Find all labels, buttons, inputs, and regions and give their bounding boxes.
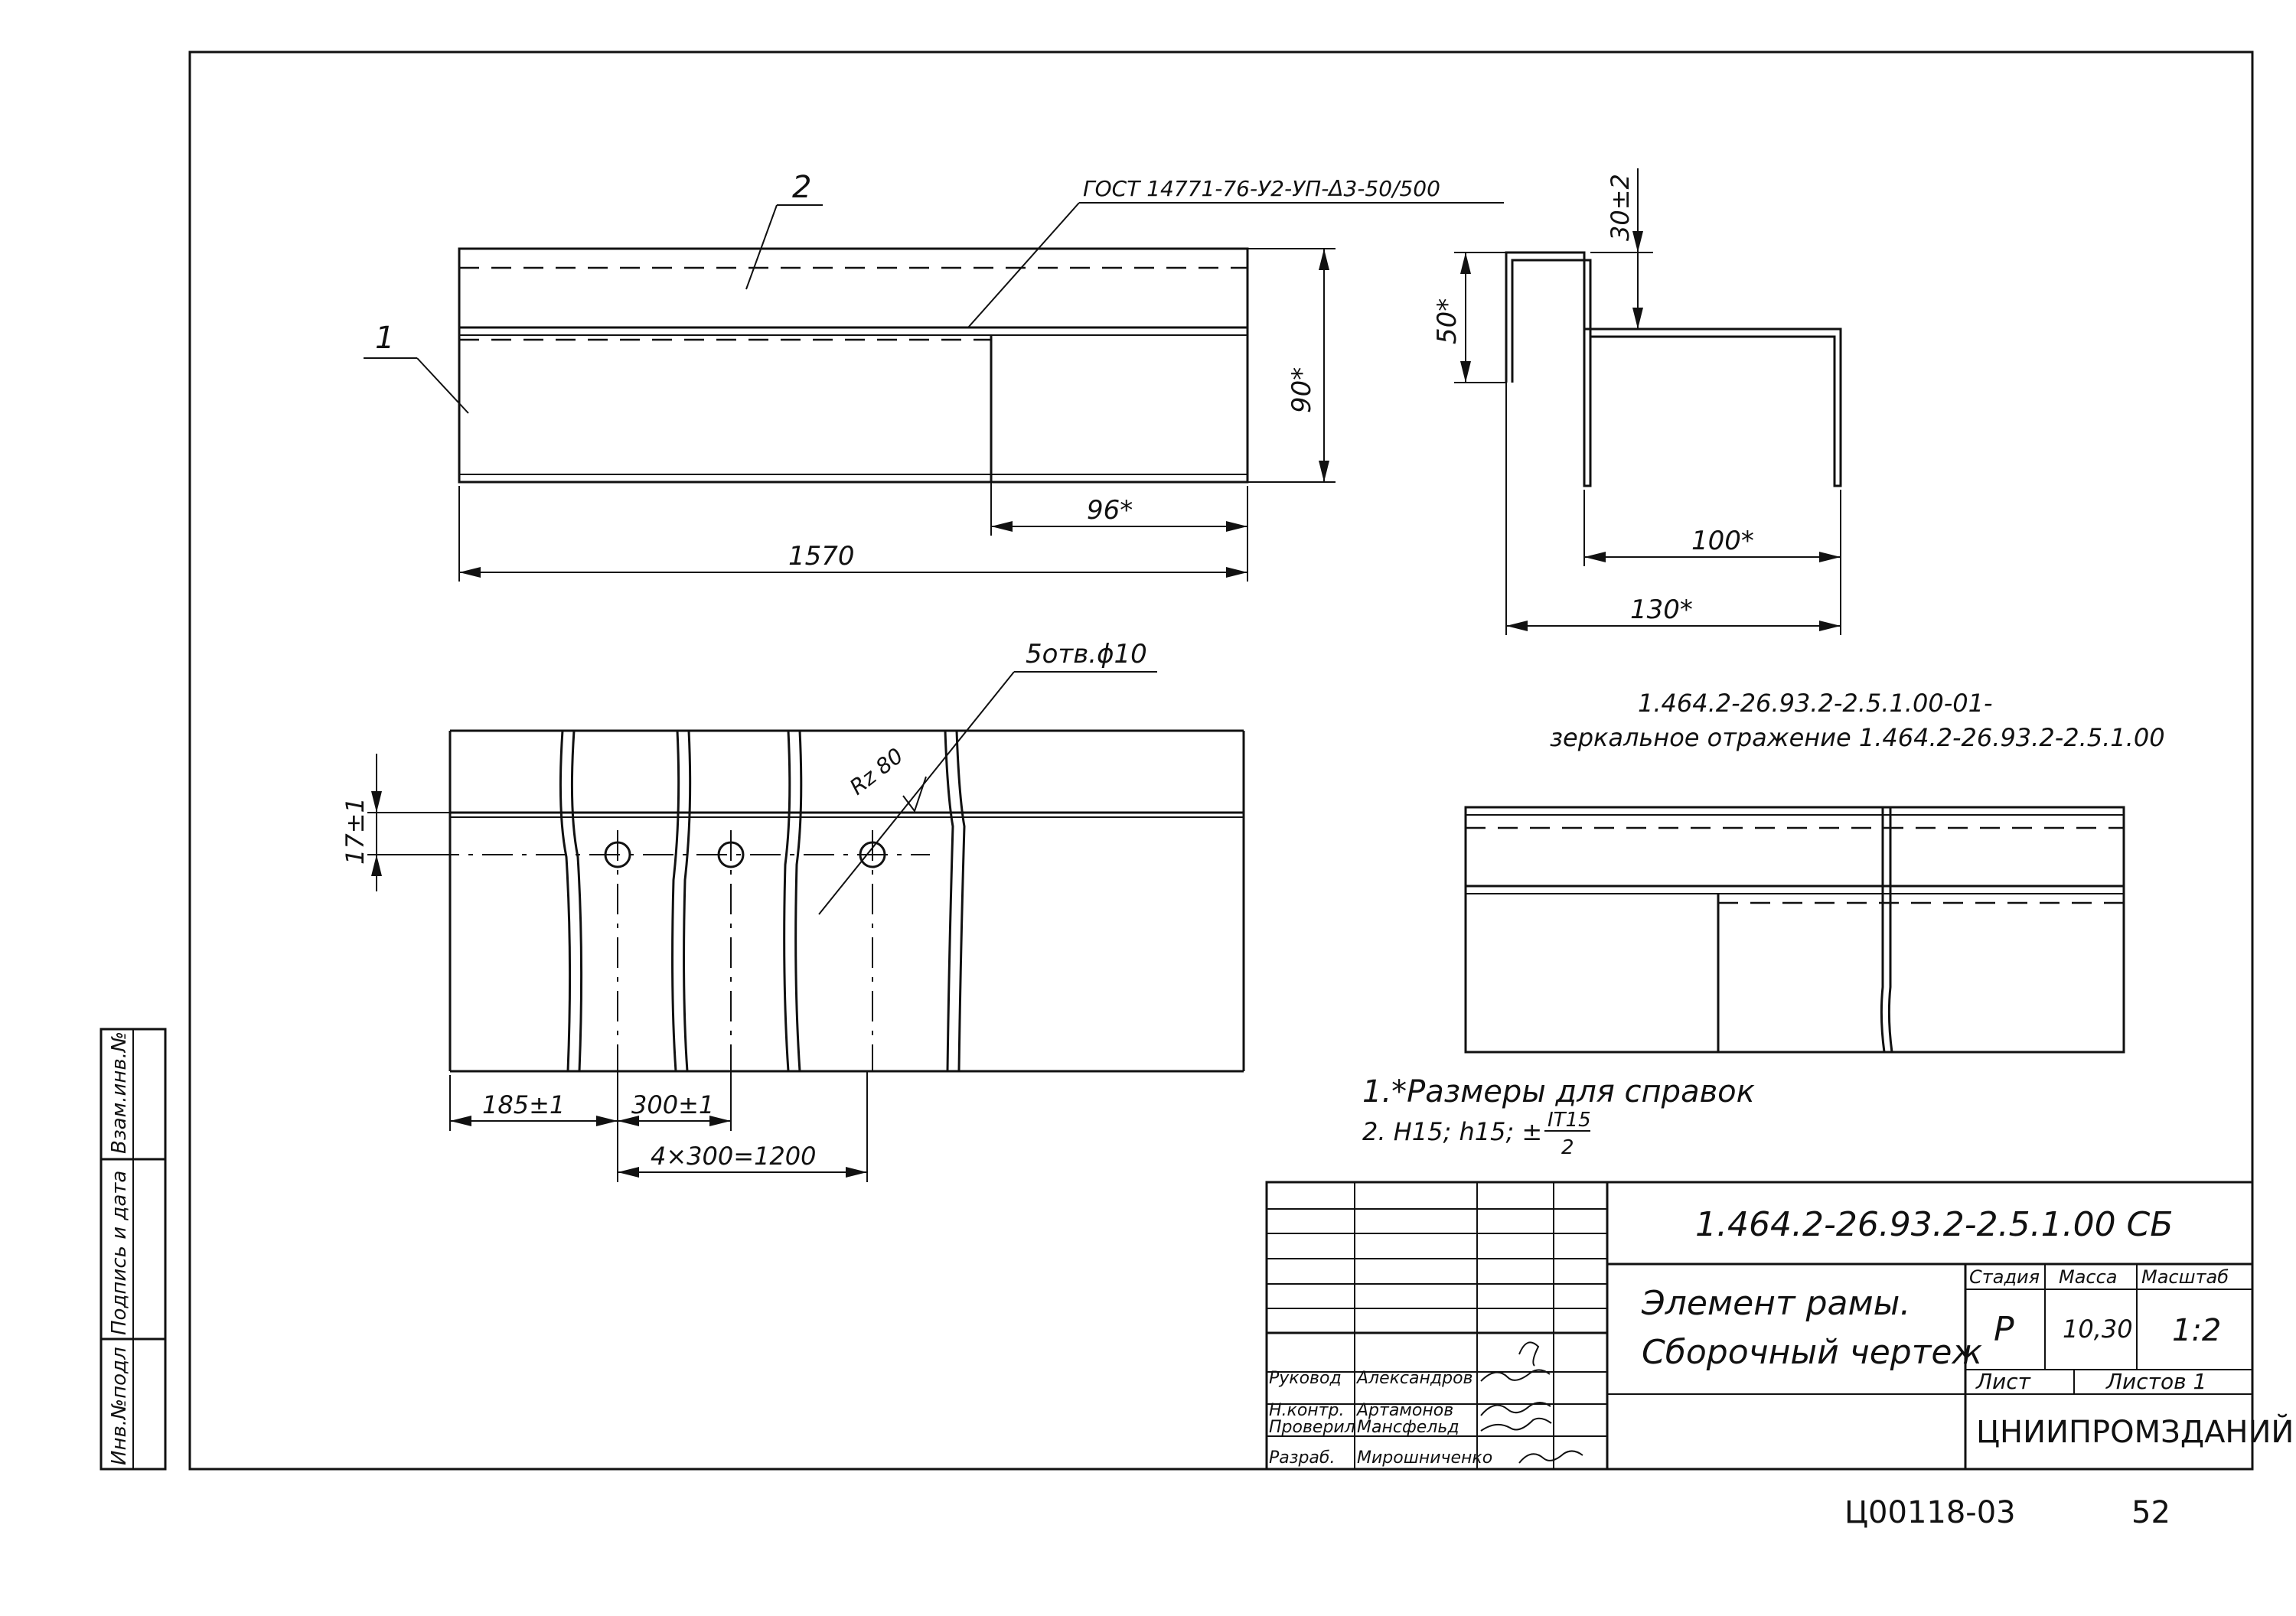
dim-185: 185±1 <box>482 1090 565 1119</box>
signatures <box>1480 1341 1583 1464</box>
tb-scale-label: Масштаб <box>2141 1266 2229 1288</box>
tb-name-line2: Сборочный чертеж <box>1642 1333 1982 1372</box>
tb-role-0: Руковод <box>1269 1369 1342 1388</box>
tb-mass-label: Масса <box>2059 1266 2118 1288</box>
plan-view: 17±1 5отв.ϕ10 Rz 80 185±1 300±1 4×300=12… <box>341 639 1245 1182</box>
tb-sheets-label: Листов 1 <box>2105 1369 2206 1394</box>
note-2-frac-bottom: 2 <box>1561 1136 1574 1159</box>
tb-person-0: Александров <box>1355 1369 1473 1388</box>
dim-30: 30±2 <box>1606 174 1635 241</box>
tb-role-2: Проверил <box>1269 1418 1355 1437</box>
leader-label-2: 2 <box>792 170 811 205</box>
holes-label: 5отв.ϕ10 <box>1026 639 1147 670</box>
roughness-label: Rz 80 <box>845 743 908 800</box>
dim-50: 50* <box>1432 298 1463 344</box>
tb-person-2: Мансфельд <box>1357 1418 1459 1437</box>
dim-4x300: 4×300=1200 <box>651 1142 817 1171</box>
weld-gost-label: ГОСТ 14771-76-У2-УП-Δ3-50/500 <box>1083 176 1440 201</box>
side-stamp: Инв.№подл Подпись и дата Взам.инв.№ <box>99 1028 167 1471</box>
note-2: 2. H15; h15; ± <box>1362 1117 1542 1146</box>
dim-1570: 1570 <box>788 541 855 572</box>
side-stamp-inv: Инв.№подл <box>108 1347 131 1465</box>
dim-17: 17±1 <box>341 797 370 865</box>
side-stamp-sign: Подпись и дата <box>108 1171 131 1335</box>
mirror-note-line2: зеркальное отражение 1.464.2-26.93.2-2.5… <box>1550 723 2165 752</box>
tb-designation: 1.464.2-26.93.2-2.5.1.00 СБ <box>1695 1205 2173 1244</box>
tb-person-3: Мирошниченко <box>1357 1448 1492 1468</box>
notes: 1.*Размеры для справок 2. H15; h15; ± IT… <box>1362 1074 1755 1159</box>
side-stamp-replace: Взам.инв.№ <box>108 1031 131 1154</box>
title-block: 1.464.2-26.93.2-2.5.1.00 СБ Элемент рамы… <box>1265 1181 2294 1471</box>
dim-100: 100* <box>1691 526 1754 556</box>
mirror-note-line1: 1.464.2-26.93.2-2.5.1.00-01- <box>1638 689 1993 718</box>
tb-scale: 1:2 <box>2172 1313 2221 1348</box>
tb-name-line1: Элемент рамы. <box>1641 1284 1910 1323</box>
note-1: 1.*Размеры для справок <box>1362 1074 1755 1109</box>
front-view: 2 1 ГОСТ 14771-76-У2-УП-Δ3-50/500 1570 9… <box>364 170 1504 582</box>
note-2-frac-top: IT15 <box>1548 1109 1591 1132</box>
tb-mass: 10,30 <box>2063 1315 2133 1344</box>
tb-role-1: Н.контр. <box>1269 1401 1344 1420</box>
sheet-frame <box>188 50 2254 1471</box>
tb-stage: Р <box>1994 1310 2014 1349</box>
tb-stage-label: Стадия <box>1969 1266 2040 1288</box>
footer-page: 52 <box>2131 1495 2170 1530</box>
section-view: 30±2 50* 100* 130* <box>1432 168 1842 635</box>
tb-sheet-label: Лист <box>1975 1369 2031 1394</box>
leader-label-1: 1 <box>375 321 394 356</box>
dim-130: 130* <box>1630 595 1693 625</box>
dim-90: 90* <box>1287 367 1317 413</box>
dim-300: 300±1 <box>631 1090 714 1119</box>
footer-code: Ц00118-03 <box>1844 1495 2016 1530</box>
tb-org: ЦНИИПРОМЗДАНИЙ <box>1976 1413 2294 1450</box>
mirror-view: 1.464.2-26.93.2-2.5.1.00-01- зеркальное … <box>1464 689 2165 1054</box>
tb-person-1: Артамонов <box>1355 1401 1453 1420</box>
dim-96: 96* <box>1087 495 1133 526</box>
tb-role-3: Разраб. <box>1269 1448 1335 1468</box>
